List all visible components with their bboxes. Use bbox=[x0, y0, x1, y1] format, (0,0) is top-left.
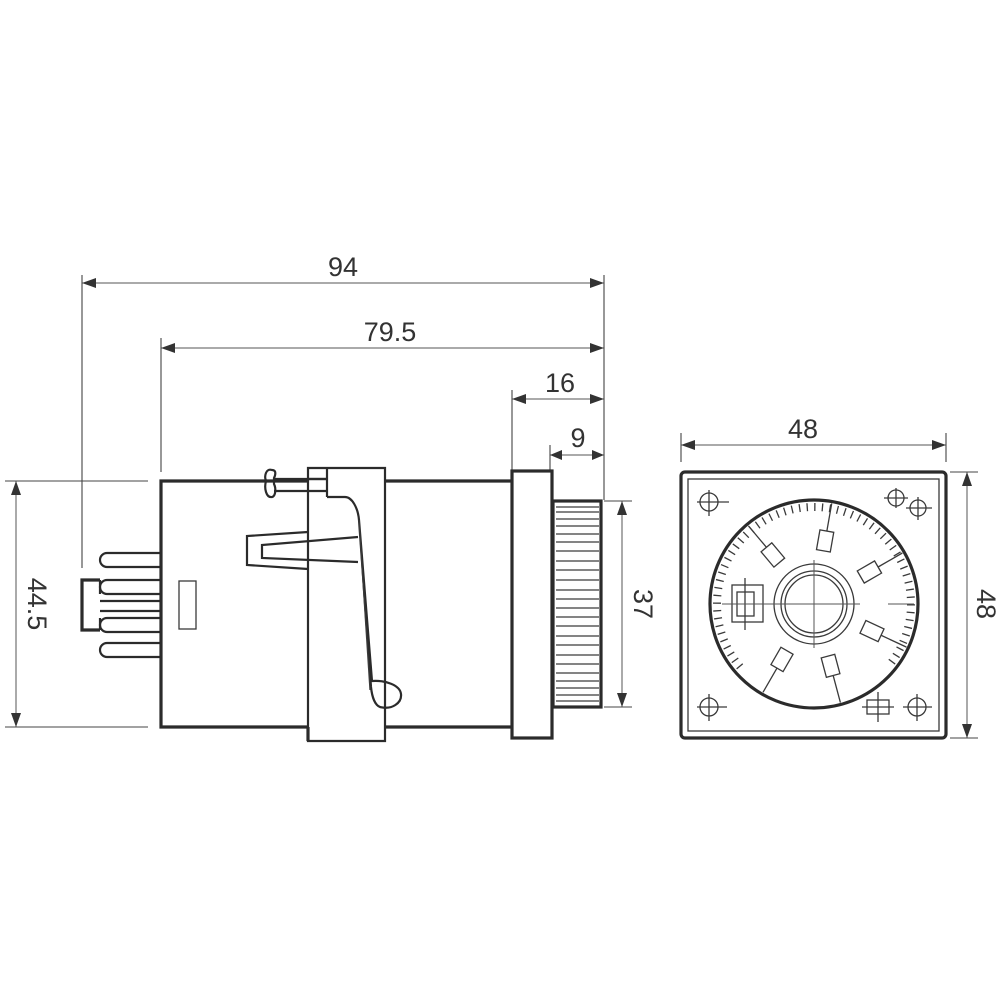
front-frame-inner bbox=[687, 478, 940, 732]
crosshair-marks bbox=[697, 488, 932, 722]
center-knob bbox=[722, 560, 914, 648]
front-view: 48 48 bbox=[679, 414, 1000, 740]
crosshair-icon bbox=[884, 488, 908, 508]
dimension-label-79-5: 79.5 bbox=[364, 317, 417, 347]
label-window bbox=[178, 580, 197, 630]
dimension-body-length: 79.5 bbox=[160, 317, 604, 472]
clamp-screw bbox=[264, 468, 327, 499]
crosshair-icon bbox=[903, 694, 932, 721]
dimension-front-height: 48 bbox=[950, 471, 1000, 739]
dimension-label-37: 37 bbox=[628, 589, 658, 619]
dial bbox=[708, 498, 920, 710]
dimension-bezel-to-front: 16 bbox=[511, 368, 604, 470]
dial-outer-ring bbox=[708, 498, 920, 710]
dimension-knob-depth: 9 bbox=[549, 423, 604, 470]
dimension-label-9: 9 bbox=[570, 423, 585, 453]
crosshair-icon bbox=[697, 694, 727, 721]
connector-pins bbox=[80, 551, 161, 659]
dimension-overall-length: 94 bbox=[81, 252, 605, 568]
indicator-rect-icon bbox=[862, 692, 894, 722]
dial-setting-markers bbox=[747, 503, 907, 703]
front-body bbox=[306, 479, 512, 741]
dial-marker bbox=[859, 619, 907, 648]
dial-scale-ticks bbox=[712, 502, 916, 670]
front-frame-outer bbox=[679, 470, 948, 740]
dial-marker bbox=[747, 525, 786, 569]
dial-marker bbox=[815, 503, 835, 553]
dimension-label-94: 94 bbox=[328, 252, 358, 282]
dial-marker bbox=[820, 653, 842, 703]
crosshair-icon bbox=[697, 490, 729, 516]
rear-body bbox=[159, 479, 308, 729]
crosshair-icon bbox=[906, 497, 932, 520]
dimension-knob-diameter: 37 bbox=[604, 500, 658, 708]
mounting-clip bbox=[245, 466, 403, 743]
dimension-label-16: 16 bbox=[545, 368, 575, 398]
side-view: 94 79.5 16 9 bbox=[5, 252, 658, 743]
bezel bbox=[510, 469, 554, 740]
knurled-knob bbox=[551, 499, 603, 709]
dimension-label-48-height: 48 bbox=[971, 589, 1000, 619]
dimension-front-width: 48 bbox=[680, 414, 947, 462]
dimension-label-48-width: 48 bbox=[788, 414, 818, 444]
dial-marker bbox=[856, 552, 903, 584]
dimension-body-height: 44.5 bbox=[5, 480, 148, 728]
dial-marker bbox=[762, 646, 794, 693]
dimension-label-44-5: 44.5 bbox=[22, 578, 52, 631]
